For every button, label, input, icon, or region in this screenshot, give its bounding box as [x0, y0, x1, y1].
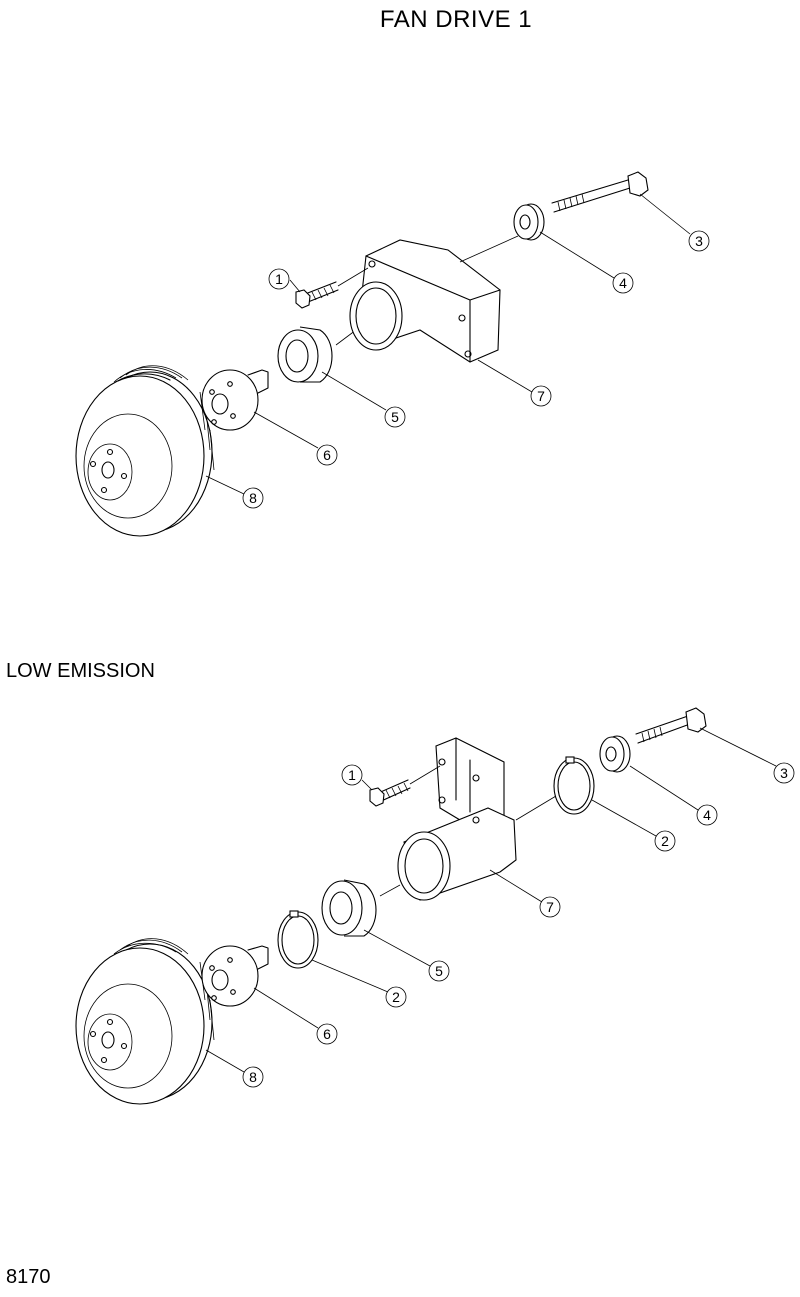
top-assembly: 1 3 4 5 6 7 8 — [75, 171, 710, 537]
svg-text:6: 6 — [323, 447, 331, 463]
pulley-part-8 — [75, 365, 215, 537]
callout-top-3: 3 — [688, 230, 710, 252]
svg-text:8: 8 — [249, 1069, 257, 1085]
callout-bottom-4: 4 — [696, 804, 718, 826]
hub-part-6-low-emission — [201, 945, 269, 1007]
svg-text:1: 1 — [275, 271, 283, 287]
callout-top-6: 6 — [316, 444, 338, 466]
callout-bottom-2-lower: 2 — [385, 986, 407, 1008]
svg-text:7: 7 — [546, 899, 554, 915]
svg-text:4: 4 — [619, 275, 627, 291]
bolt-part-3 — [551, 171, 649, 213]
callout-bottom-3: 3 — [773, 762, 795, 784]
svg-text:5: 5 — [391, 409, 399, 425]
pulley-part-8-low-emission — [75, 938, 215, 1105]
svg-text:2: 2 — [661, 833, 669, 849]
callout-bottom-5: 5 — [428, 960, 450, 982]
page-number: 8170 — [6, 1266, 51, 1288]
svg-text:3: 3 — [780, 765, 788, 781]
svg-text:3: 3 — [695, 233, 703, 249]
callout-bottom-6: 6 — [316, 1023, 338, 1045]
bolt-part-1-low-emission — [369, 765, 441, 807]
hub-part-6 — [201, 369, 269, 431]
svg-text:8: 8 — [249, 490, 257, 506]
diagram-title: FAN DRIVE 1 — [379, 6, 533, 33]
callout-top-5: 5 — [384, 406, 406, 428]
callout-top-1: 1 — [268, 268, 290, 290]
svg-text:5: 5 — [435, 963, 443, 979]
bottom-assembly: 1 3 2 4 7 5 2 6 8 — [75, 707, 795, 1105]
callout-bottom-7: 7 — [539, 896, 561, 918]
callout-top-7: 7 — [530, 385, 552, 407]
section-label-low-emission: LOW EMISSION — [6, 660, 155, 682]
callout-bottom-1: 1 — [341, 764, 363, 786]
snap-ring-part-2-upper — [553, 756, 595, 815]
svg-text:1: 1 — [348, 767, 356, 783]
bushing-part-5-low-emission — [321, 879, 401, 937]
bracket-part-7-low-emission — [397, 737, 557, 901]
svg-text:4: 4 — [703, 807, 711, 823]
snap-ring-part-2-lower — [277, 910, 319, 969]
leader-lines-top — [205, 193, 691, 495]
svg-text:7: 7 — [537, 388, 545, 404]
callout-top-8: 8 — [242, 487, 264, 509]
callout-bottom-8: 8 — [242, 1066, 264, 1088]
svg-text:2: 2 — [392, 989, 400, 1005]
svg-text:6: 6 — [323, 1026, 331, 1042]
washer-part-4-low-emission — [599, 735, 631, 773]
callout-top-4: 4 — [612, 272, 634, 294]
bolt-part-1 — [295, 267, 369, 309]
callout-bottom-2-upper: 2 — [654, 830, 676, 852]
bracket-part-7 — [349, 239, 501, 363]
leader-lines-bottom — [205, 727, 777, 1073]
bushing-part-5 — [277, 326, 357, 383]
bolt-part-3-low-emission — [635, 707, 707, 744]
washer-part-4 — [459, 203, 545, 263]
